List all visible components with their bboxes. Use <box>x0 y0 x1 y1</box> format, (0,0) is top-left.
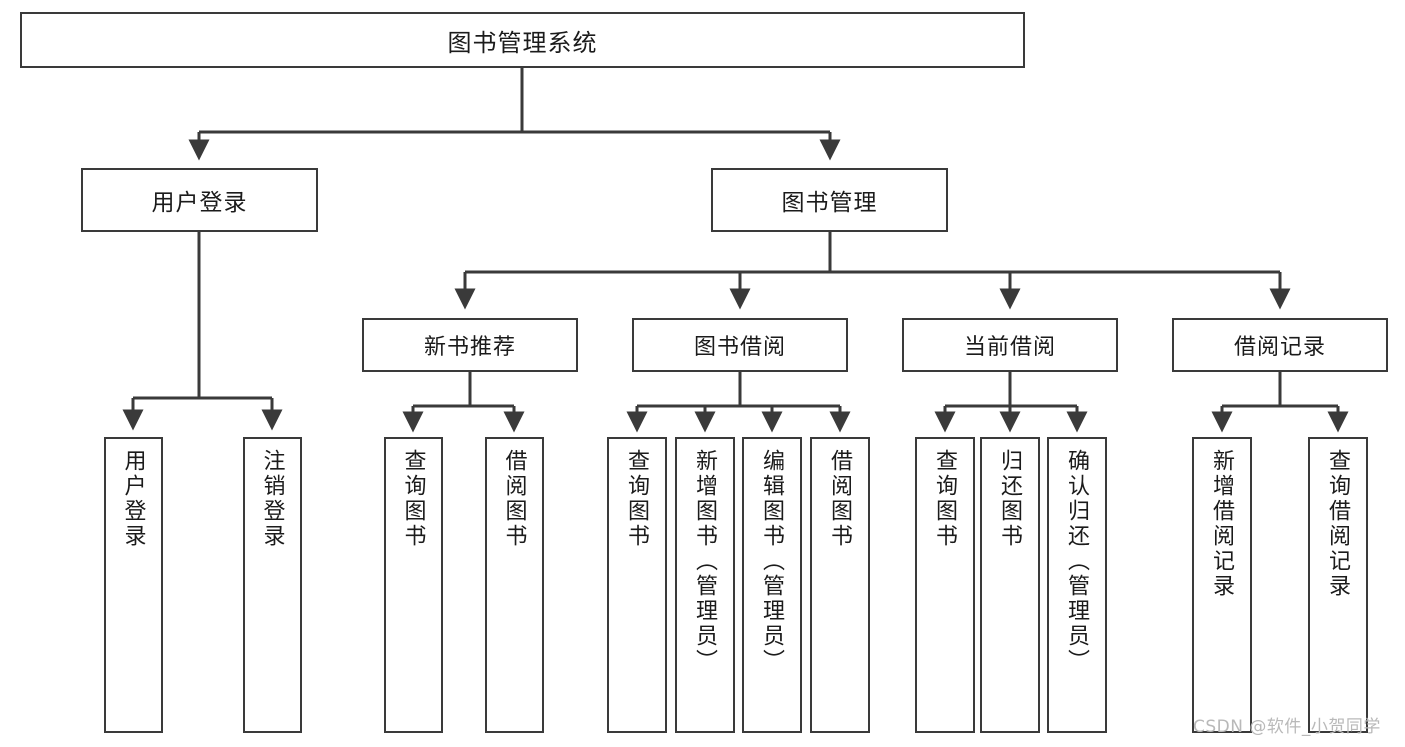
leaf-return-book[interactable]: 归还图书 <box>980 437 1040 733</box>
node-label: 归还图书 <box>998 449 1023 549</box>
node-user-login[interactable]: 用户登录 <box>81 168 318 232</box>
node-label: 图书管理系统 <box>447 29 598 57</box>
node-label: 查询借阅记录 <box>1326 449 1351 599</box>
node-label: 新增借阅记录 <box>1210 449 1235 599</box>
leaf-add-borrow-record[interactable]: 新增借阅记录 <box>1192 437 1252 733</box>
node-label: 注销登录 <box>260 449 286 549</box>
leaf-edit-book-admin[interactable]: 编辑图书（管理员） <box>742 437 802 733</box>
node-label: 图书管理 <box>781 189 878 215</box>
node-label: 查询图书 <box>625 449 650 549</box>
watermark-csdn: CSDN @软件_小贺同学 <box>1193 717 1381 737</box>
node-label: 新增图书（管理员） <box>693 449 718 674</box>
node-current-borrow[interactable]: 当前借阅 <box>902 318 1118 372</box>
node-label: 查询图书 <box>933 449 958 549</box>
node-label: 借阅图书 <box>502 449 528 549</box>
leaf-logout[interactable]: 注销登录 <box>243 437 302 733</box>
node-label: 确认归还（管理员） <box>1065 449 1090 674</box>
node-label: 借阅图书 <box>828 449 853 549</box>
node-label: 借阅记录 <box>1233 334 1326 359</box>
leaf-confirm-return-admin[interactable]: 确认归还（管理员） <box>1047 437 1107 733</box>
node-label: 用户登录 <box>151 189 248 215</box>
node-borrow-record[interactable]: 借阅记录 <box>1172 318 1388 372</box>
leaf-borrow-book[interactable]: 借阅图书 <box>810 437 870 733</box>
leaf-query-book-current[interactable]: 查询图书 <box>915 437 975 733</box>
leaf-query-book-borrow[interactable]: 查询图书 <box>607 437 667 733</box>
leaf-user-login[interactable]: 用户登录 <box>104 437 163 733</box>
leaf-query-borrow-record[interactable]: 查询借阅记录 <box>1308 437 1368 733</box>
node-label: 图书借阅 <box>693 334 786 359</box>
node-book-management[interactable]: 图书管理 <box>711 168 948 232</box>
node-new-book-recommend[interactable]: 新书推荐 <box>362 318 578 372</box>
node-label: 用户登录 <box>121 449 147 549</box>
leaf-add-book-admin[interactable]: 新增图书（管理员） <box>675 437 735 733</box>
node-root-book-management-system[interactable]: 图书管理系统 <box>20 12 1025 68</box>
node-label: 当前借阅 <box>963 334 1056 359</box>
node-label: 新书推荐 <box>423 334 516 359</box>
leaf-borrow-book-recommend[interactable]: 借阅图书 <box>485 437 544 733</box>
node-label: 查询图书 <box>401 449 427 549</box>
node-label: 编辑图书（管理员） <box>760 449 785 674</box>
node-book-borrow[interactable]: 图书借阅 <box>632 318 848 372</box>
leaf-query-book-recommend[interactable]: 查询图书 <box>384 437 443 733</box>
